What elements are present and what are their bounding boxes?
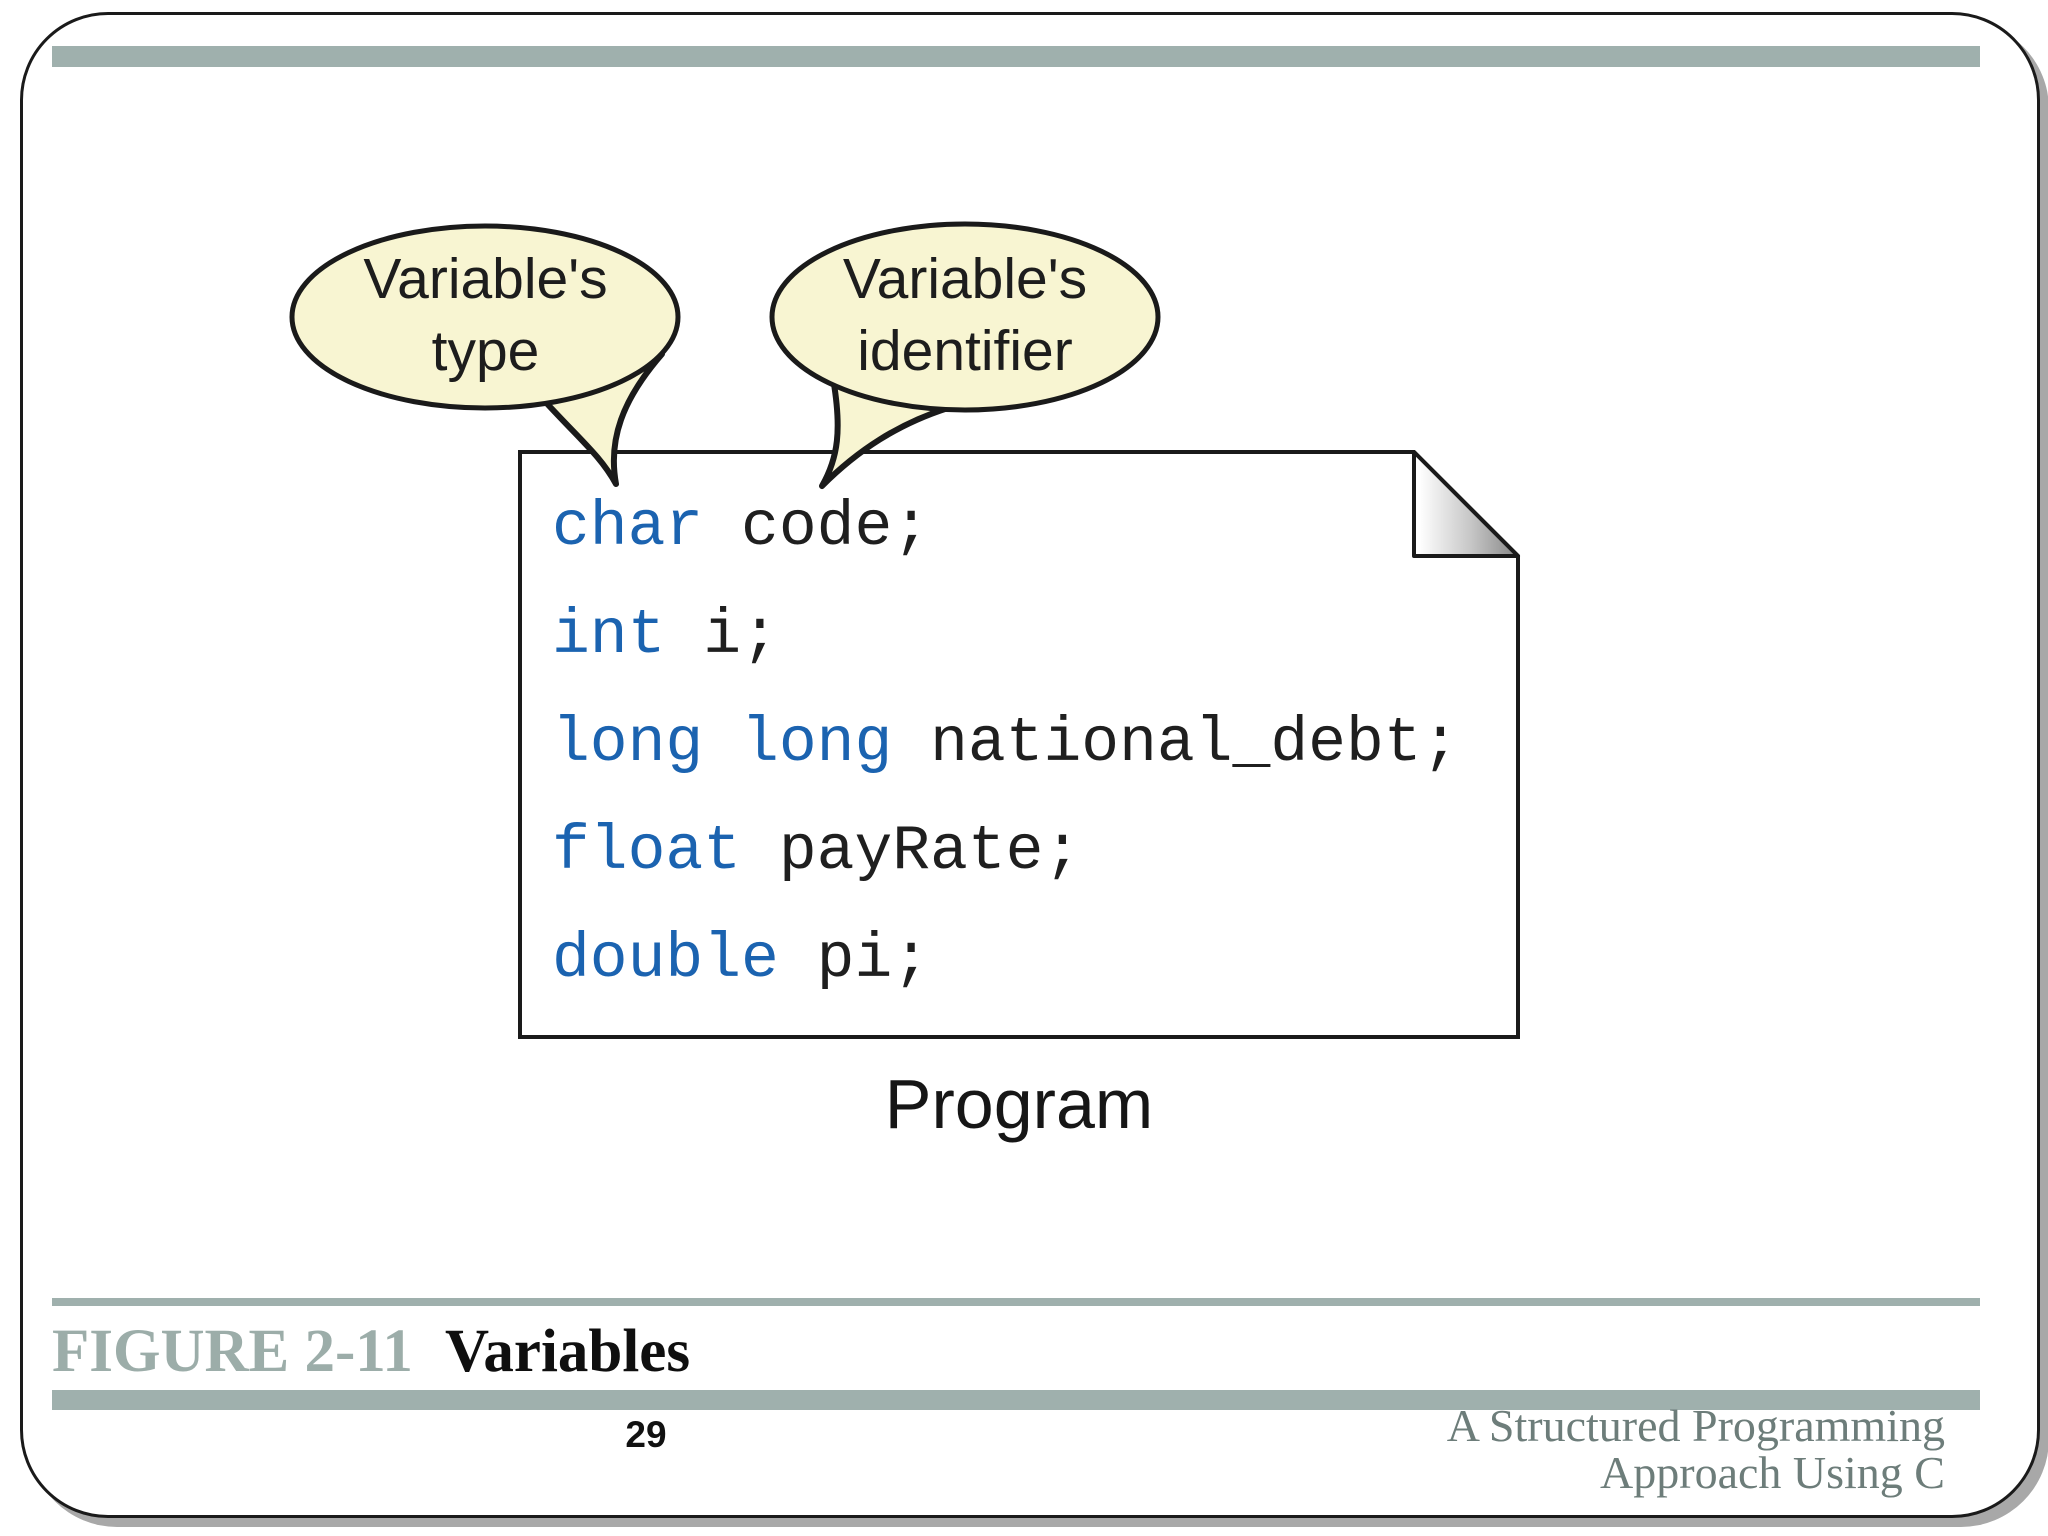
code-keyword: char [552, 492, 704, 563]
attribution-line2: Approach Using C [1600, 1447, 1945, 1498]
bubble-identifier-line1: Variable's [842, 247, 1088, 311]
code-identifier: national_debt; [892, 708, 1460, 779]
program-label: Program [884, 1065, 1154, 1143]
code-keyword: int [552, 600, 666, 671]
code-line: float payRate; [552, 817, 1081, 887]
code-keyword: float [552, 816, 742, 887]
code-identifier: i; [665, 600, 779, 671]
bubble-type-line1: Variable's [363, 247, 608, 311]
code-line: long long national_debt; [552, 709, 1459, 779]
bubble-type [289, 223, 681, 411]
book-attribution: A Structured Programming Approach Using … [1447, 1402, 1945, 1496]
code-keyword: double [552, 924, 779, 995]
caption-top-rule [52, 1298, 1980, 1306]
code-box [518, 450, 1520, 1039]
attribution-line1: A Structured Programming [1446, 1400, 1945, 1451]
folded-corner [1412, 450, 1520, 558]
bubble-identifier-line2: identifier [857, 319, 1073, 383]
code-keyword: long long [552, 708, 893, 779]
page-number: 29 [625, 1414, 667, 1455]
figure-number: FIGURE 2-11 [52, 1318, 413, 1385]
bubble-identifier-label: Variable's identifier [780, 233, 1150, 397]
code-line: double pi; [552, 925, 930, 995]
bubble-type-label: Variable's type [303, 235, 668, 395]
code-identifier: payRate; [741, 816, 1082, 887]
caption-bottom-rule [52, 1390, 1980, 1410]
top-accent-bar [52, 46, 1980, 67]
code-line: char code; [552, 493, 930, 563]
bubble-identifier [769, 221, 1161, 413]
figure-caption: FIGURE 2-11 Variables [52, 1314, 690, 1390]
code-line: int i; [552, 601, 779, 671]
figure-title: Variables [444, 1318, 691, 1385]
code-identifier: code; [703, 492, 931, 563]
code-identifier: pi; [778, 924, 931, 995]
bubble-type-line2: type [431, 319, 540, 383]
